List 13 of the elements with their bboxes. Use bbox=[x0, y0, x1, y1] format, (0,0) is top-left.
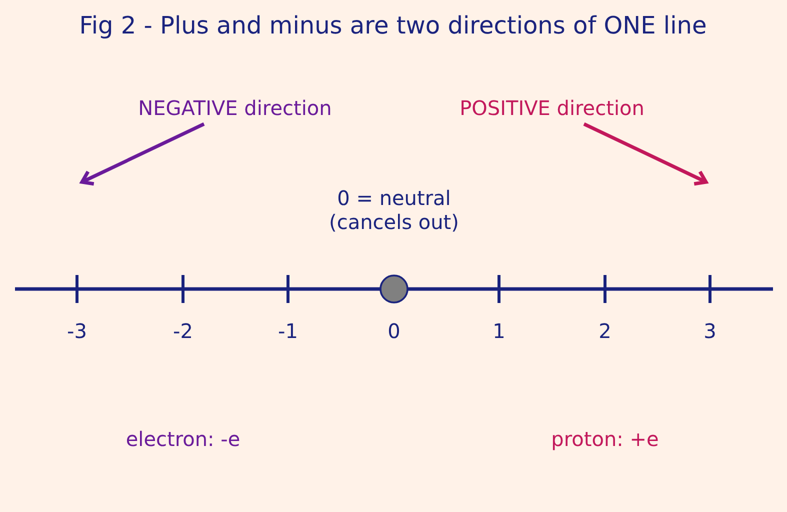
direction-label: POSITIVE direction bbox=[460, 96, 644, 120]
tick-label: 2 bbox=[598, 319, 612, 343]
tick-label: 3 bbox=[704, 319, 716, 343]
tick-label: 0 bbox=[388, 319, 400, 343]
tick-label: -1 bbox=[278, 319, 298, 343]
charge-label: electron: -e bbox=[126, 427, 240, 451]
note-text: 0 = neutral (cancels out) bbox=[328, 186, 460, 234]
tick-label: -3 bbox=[67, 319, 87, 343]
charge-label: proton: +e bbox=[551, 427, 659, 451]
tick-label: -2 bbox=[173, 319, 193, 343]
direction-label: NEGATIVE direction bbox=[138, 96, 332, 120]
tick-label: 1 bbox=[492, 319, 506, 343]
figure-title: Fig 2 - Plus and minus are two directions of ONE line bbox=[79, 12, 707, 40]
